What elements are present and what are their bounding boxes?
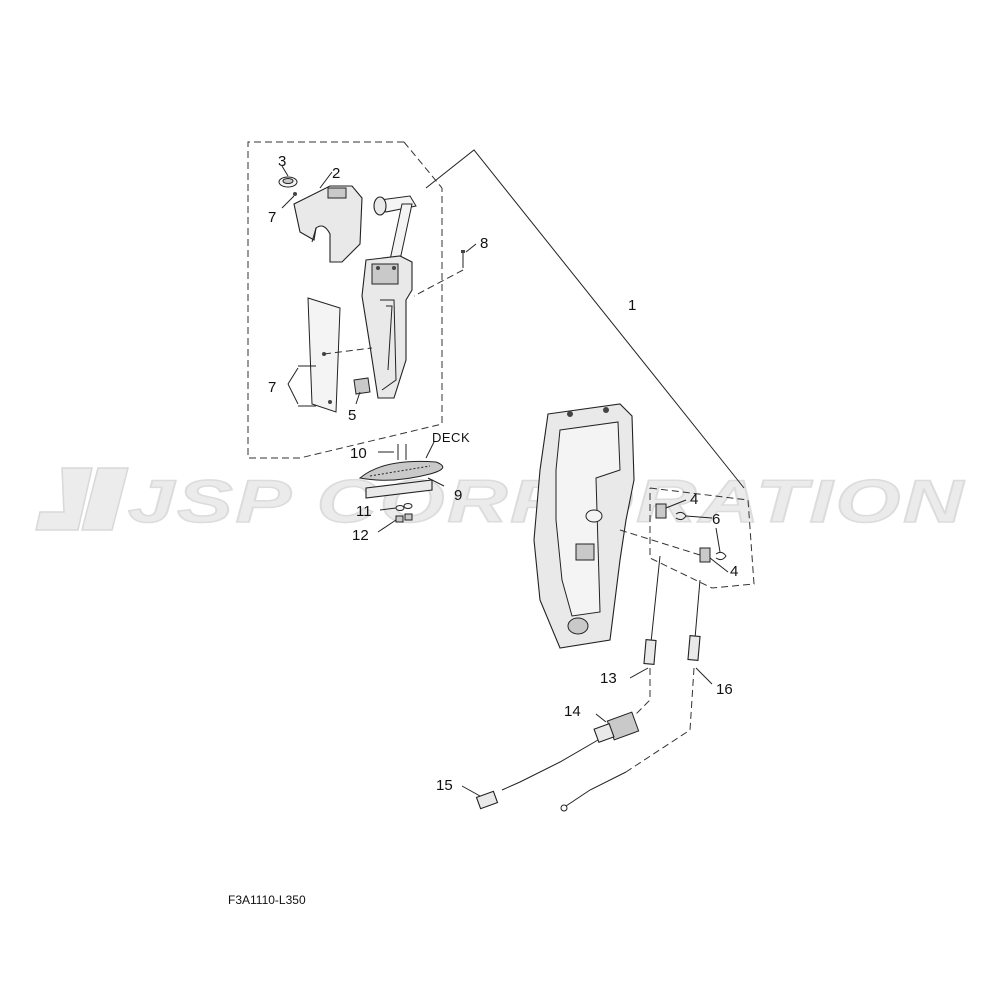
drawing-code: F3A1110-L350: [228, 893, 306, 907]
plate-to-box-dashline: [323, 347, 373, 355]
nut-12-part: [395, 513, 413, 523]
rod-16-part: [687, 579, 701, 661]
binnacle-housing-part: [533, 403, 635, 649]
callout-1-leader: [425, 149, 745, 489]
watermark: JSP CORPORATION: [35, 467, 965, 536]
callout-1: 1: [628, 297, 636, 314]
cable-route-13: [631, 668, 651, 719]
screw-8-dashline: [413, 269, 464, 297]
screws-7-lower-part: [298, 365, 316, 407]
cable-end-ring: [560, 804, 568, 812]
callout-16: 16: [716, 681, 733, 698]
lever-handle-part: [373, 195, 417, 261]
callout-labels: 1 2 3 4 4 5 6 7 7 8 9 10 11 12 13 14 15 …: [268, 153, 738, 794]
bolt-10-part: [397, 444, 407, 460]
control-box-part: [361, 255, 413, 399]
deck-plate-part: [358, 460, 444, 499]
end-fitting-15-part: [475, 790, 499, 810]
bracket-4-lower-part: [699, 547, 711, 563]
cap-part: [278, 176, 298, 188]
bracket-group-boundary: [649, 487, 755, 589]
screw-8-part: [461, 250, 465, 268]
callout-12: 12: [352, 527, 369, 544]
callout-13: 13: [600, 670, 617, 687]
control-cable-secondary: [565, 771, 627, 807]
callout-8: 8: [480, 235, 488, 252]
callout-15: 15: [436, 777, 453, 794]
callout-4-upper: 4: [690, 491, 698, 508]
callout-10: 10: [350, 445, 367, 462]
callout-14: 14: [564, 703, 581, 720]
callout-2: 2: [332, 165, 340, 182]
top-cover-part: [293, 185, 363, 263]
callout-5: 5: [348, 407, 356, 424]
callout-7-upper: 7: [268, 209, 276, 226]
cable-fitting-14-part: [593, 711, 640, 744]
side-plate-part: [307, 297, 341, 413]
rod-13-part: [643, 555, 661, 665]
callout-11: 11: [356, 503, 372, 520]
upper-assembly-boundary: [247, 141, 443, 459]
control-cable-part: [501, 739, 599, 791]
cable-route-16: [625, 667, 695, 773]
clip-5-part: [353, 377, 371, 395]
boundary-corner: [403, 141, 443, 189]
screw-7-part: [293, 192, 297, 196]
bracket-4-upper-part: [655, 503, 667, 519]
callout-7-lower: 7: [268, 379, 276, 396]
bracket-dashline: [619, 529, 701, 556]
leader-lines: [281, 165, 729, 797]
callout-9: 9: [454, 487, 462, 504]
callout-4-lower: 4: [730, 563, 738, 580]
watermark-logo-icon: [35, 467, 129, 531]
deck-label: DECK: [432, 430, 470, 445]
callout-6: 6: [712, 511, 720, 528]
callout-3: 3: [278, 153, 286, 170]
